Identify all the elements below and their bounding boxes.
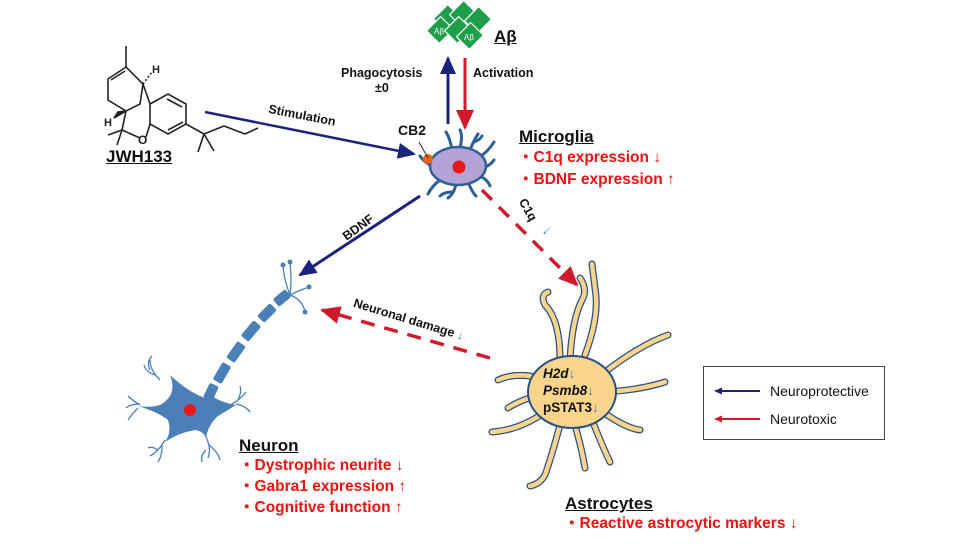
neuron-cell-icon — [125, 259, 312, 463]
astro-marker-psmb8: Psmb8↓ — [543, 383, 594, 398]
abeta-label: Aβ — [494, 27, 517, 46]
neuronal-damage-arrow — [320, 306, 491, 360]
cb2-label: CB2 — [398, 122, 427, 138]
astrocyte-cell-icon — [488, 260, 672, 490]
down-arrow-icon: ↓ — [568, 366, 576, 381]
neuron-title: Neuron — [239, 436, 299, 455]
astro-marker-pstat3: pSTAT3↓ — [543, 400, 599, 415]
marker-name: pSTAT3 — [543, 400, 592, 415]
microglia-cell-icon — [418, 128, 496, 200]
marker-name: H2d — [543, 366, 569, 381]
legend-item-neurotoxic: Neurotoxic — [704, 409, 837, 429]
down-arrow-icon: ↓ — [592, 400, 599, 415]
jwh133-structure — [107, 46, 259, 153]
jwh133-label: JWH133 — [106, 147, 173, 166]
astrocytes-title: Astrocytes — [565, 494, 653, 513]
marker-name: Psmb8 — [543, 383, 588, 398]
abeta-block-label: Aβ — [434, 27, 444, 36]
legend-label: Neurotoxic — [770, 411, 837, 427]
abeta-block-label: Aβ — [464, 33, 474, 42]
bdnf-arrow — [298, 194, 421, 277]
neuron-effect: ・Cognitive function ↑ — [239, 499, 403, 516]
blue-arrow-icon — [714, 387, 760, 395]
microglia-title: Microglia — [519, 127, 594, 146]
neuron-effect: ・Dystrophic neurite ↓ — [239, 457, 404, 474]
red-arrow-icon — [714, 415, 760, 423]
microglia-effect: ・BDNF expression ↑ — [518, 171, 675, 188]
neuron-effect: ・Gabra1 expression ↑ — [239, 478, 407, 495]
astrocytes-effect: ・Reactive astrocytic markers ↓ — [564, 515, 798, 532]
legend-item-neuroprotective: Neuroprotective — [704, 381, 869, 401]
phagocytosis-label: Phagocytosis — [341, 66, 423, 80]
h-label-lower: H — [104, 117, 112, 129]
h-label-upper: H — [152, 64, 160, 76]
astro-marker-h2d: H2d↓ — [543, 366, 575, 381]
phagocytosis-value: ±0 — [375, 81, 389, 95]
stimulation-arrow — [204, 110, 416, 159]
microglia-effect: ・C1q expression ↓ — [518, 149, 661, 166]
abeta-aggregate-icon: Aβ Aβ — [425, 0, 493, 51]
legend-label: Neuroprotective — [770, 383, 869, 399]
cb2-receptor-icon — [423, 154, 433, 164]
legend: Neuroprotective Neurotoxic — [703, 366, 885, 440]
activation-label: Activation — [473, 66, 534, 80]
down-arrow-icon: ↓ — [587, 383, 595, 398]
oxygen-label: O — [138, 133, 147, 147]
